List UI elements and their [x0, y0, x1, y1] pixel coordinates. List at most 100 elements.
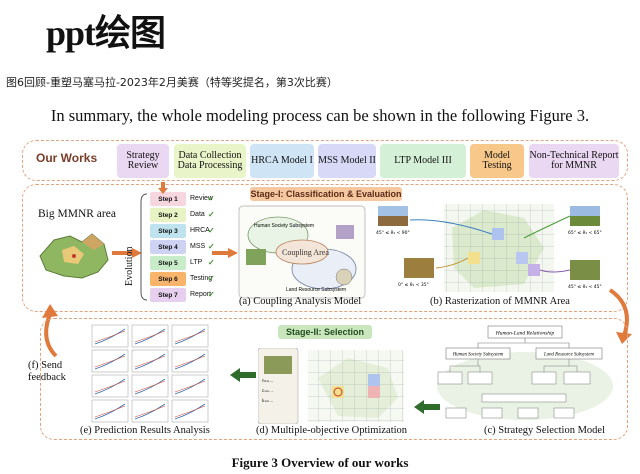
- works-tab: MSS Model II: [318, 144, 376, 178]
- prediction-curve-alt: [94, 330, 126, 343]
- subfigure-d-label: (d) Multiple-objective Optimization: [256, 425, 408, 436]
- check-icon: ✓: [208, 242, 215, 251]
- prediction-subplot: [131, 349, 169, 373]
- check-icon: ✓: [208, 210, 215, 219]
- check-icon: ✓: [208, 258, 215, 267]
- stage2-header: Stage-II: Selection: [278, 325, 372, 339]
- evolution-bracket: [140, 193, 148, 301]
- prediction-subplot: [131, 374, 169, 398]
- theta-label-4: 45° ≤ θ₁ < 45°: [568, 284, 602, 290]
- step-badge: Step 1: [150, 192, 186, 206]
- arrow-left-icon: [414, 400, 440, 414]
- subfigure-a-label: (a) Coupling Analysis Model: [239, 296, 362, 307]
- prediction-curve-alt: [174, 330, 206, 343]
- prediction-curve: [94, 403, 126, 420]
- stage2-panel: [40, 318, 628, 440]
- check-icon: ✓: [208, 290, 215, 299]
- prediction-curve: [134, 403, 166, 420]
- check-icon: ✓: [208, 194, 215, 203]
- step-label: MSS: [190, 243, 206, 250]
- send-feedback-label: (f) Send feedback: [28, 360, 66, 384]
- prediction-curve: [134, 353, 166, 370]
- mmnr-area-text: Big MMNR area: [38, 208, 116, 220]
- prediction-curve-alt: [94, 405, 126, 418]
- rasterization-diagram: 45° ≤ θ₁ < 90° 0° ≤ θ₁ < 35° 65° ≤ θ₁ < …: [376, 204, 602, 292]
- prediction-subplot: [131, 399, 169, 423]
- step-label: Testing: [190, 275, 213, 282]
- prediction-curve: [174, 403, 206, 420]
- prediction-curve-alt: [134, 405, 166, 418]
- prediction-curve: [174, 353, 206, 370]
- hss-tree-text: Human Society Subsystem: [452, 353, 504, 358]
- works-tab: Non-Technical Report for MMNR: [529, 144, 619, 178]
- step-label: HRCA: [190, 227, 210, 234]
- prediction-curve-alt: [174, 380, 206, 393]
- works-tab: Model Testing: [470, 144, 524, 178]
- works-tab: Data Collection Data Processing: [174, 144, 246, 178]
- figure-caption: Figure 3 Overview of our works: [231, 455, 409, 470]
- check-icon: ✓: [208, 274, 215, 283]
- prediction-curve: [94, 353, 126, 370]
- arrow-down-icon: [158, 182, 168, 194]
- lrs-label: Land Resource Subsystem: [286, 287, 346, 293]
- prediction-subplot: [91, 349, 129, 373]
- prediction-curve: [94, 378, 126, 395]
- works-tab: Strategy Review: [117, 144, 169, 178]
- arrow-left-icon: [230, 368, 256, 382]
- step-badge: Step 3: [150, 224, 186, 238]
- hlr-text: Human-Land Relationship: [495, 331, 555, 337]
- our-works-label: Our Works: [36, 151, 98, 165]
- svg-text:n₁=…: n₁=…: [262, 378, 274, 383]
- prediction-subplot: [171, 324, 209, 348]
- prediction-subplot: [91, 324, 129, 348]
- step-badge: Step 4: [150, 240, 186, 254]
- coupling-analysis-diagram: Human Society Subsystem Land Resource Su…: [238, 205, 366, 299]
- svg-text:k₁=…: k₁=…: [262, 398, 273, 403]
- mmnr-map-image: [39, 233, 109, 279]
- prediction-curve-alt: [174, 355, 206, 368]
- prediction-curve-alt: [134, 330, 166, 343]
- prediction-curve: [94, 328, 126, 345]
- works-tab: LTP Model III: [380, 144, 466, 178]
- works-tab: HRCA Model I: [250, 144, 314, 178]
- theta-label-3: 65° ≤ θ₁ < 65°: [568, 230, 602, 236]
- subfigure-e-label: (e) Prediction Results Analysis: [80, 425, 210, 436]
- multi-objective-diagram: n₁=… c₁=… k₁=…: [258, 348, 404, 424]
- theta-label-2: 0° ≤ θ₁ < 35°: [398, 282, 429, 288]
- stage1-header: Stage-I: Classification & Evaluation: [250, 187, 402, 201]
- prediction-curve-alt: [94, 380, 126, 393]
- theta-label-1: 45° ≤ θ₁ < 90°: [376, 230, 410, 236]
- evolution-text: Evolution: [124, 246, 135, 286]
- check-icon: ✓: [208, 226, 215, 235]
- prediction-subplot: [171, 399, 209, 423]
- prediction-curve: [174, 328, 206, 345]
- arrow-right-icon: [112, 248, 142, 258]
- prediction-curve: [174, 378, 206, 395]
- prediction-subplot: [171, 349, 209, 373]
- subfigure-c-label: (c) Strategy Selection Model: [484, 425, 606, 436]
- prediction-curve-alt: [174, 405, 206, 418]
- evolution-label: Evolution: [124, 236, 138, 286]
- prediction-subplot: [91, 399, 129, 423]
- summary-sentence: In summary, the whole modeling process c…: [50, 106, 590, 125]
- image-caption: 图6回顾-重塑马塞马拉-2023年2月美赛（特等奖提名，第3次比赛）: [6, 76, 338, 89]
- stage1-panel: [22, 184, 628, 312]
- step-label: Report: [190, 291, 212, 298]
- prediction-subplot: [131, 324, 169, 348]
- prediction-curve: [134, 378, 166, 395]
- step-label: Review: [190, 195, 213, 202]
- step-badge: Step 5: [150, 256, 186, 270]
- prediction-curve-alt: [134, 355, 166, 368]
- prediction-results-plots: [88, 322, 212, 426]
- prediction-curve-alt: [134, 380, 166, 393]
- step-label: LTP: [190, 259, 203, 266]
- coupling-area-text: Coupling Area: [282, 248, 329, 257]
- step-badge: Step 7: [150, 288, 186, 302]
- step-badge: Step 2: [150, 208, 186, 222]
- prediction-curve: [134, 328, 166, 345]
- prediction-subplot: [91, 374, 129, 398]
- mmnr-area-label: Big MMNR area: [38, 204, 116, 222]
- step-label: Data: [190, 211, 205, 218]
- lrs-tree-text: Land Resource Subsystem: [543, 353, 594, 358]
